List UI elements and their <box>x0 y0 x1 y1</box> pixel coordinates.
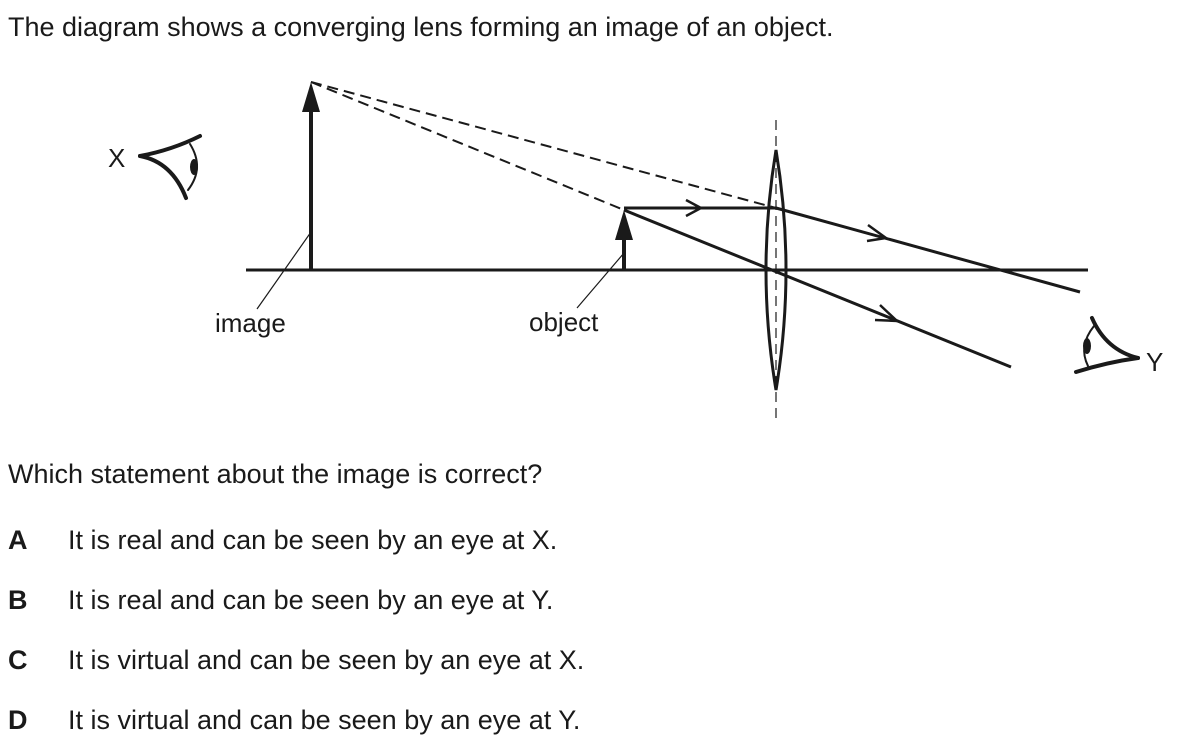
option-text: It is virtual and can be seen by an eye … <box>68 645 585 675</box>
eye-y-label: Y <box>1146 347 1163 377</box>
intro-text: The diagram shows a converging lens form… <box>8 12 834 42</box>
ray-refracted <box>775 206 1081 294</box>
eye-x-label: X <box>108 143 125 173</box>
option-b[interactable]: B It is real and can be seen by an eye at… <box>8 583 553 617</box>
lens-ray-diagram: image object X Y <box>108 81 1163 420</box>
option-letter: C <box>8 645 28 675</box>
question-text: Which statement about the image is corre… <box>8 459 543 489</box>
ray-through-centre-arrowhead <box>874 304 901 323</box>
image-label: image <box>215 308 286 338</box>
object-label: object <box>529 307 599 337</box>
ray-refracted-arrowhead <box>866 223 890 243</box>
option-letter: B <box>8 585 28 615</box>
option-letter: A <box>8 525 28 555</box>
option-a[interactable]: A It is real and can be seen by an eye at… <box>8 523 557 557</box>
eye-x-icon <box>138 134 202 200</box>
eye-y-icon <box>1074 316 1140 374</box>
ray-parallel-arrowhead <box>685 198 704 218</box>
ray-through-centre <box>623 208 1012 369</box>
option-text: It is virtual and can be seen by an eye … <box>68 705 581 735</box>
option-text: It is real and can be seen by an eye at … <box>68 525 558 555</box>
option-d[interactable]: D It is virtual and can be seen by an eye… <box>8 703 580 737</box>
converging-lens <box>764 149 788 391</box>
virtual-ray-2 <box>310 81 777 209</box>
image-leader-line <box>256 231 312 310</box>
option-text: It is real and can be seen by an eye at … <box>68 585 554 615</box>
object-leader-line <box>576 252 625 309</box>
option-c[interactable]: C It is virtual and can be seen by an eye… <box>8 643 584 677</box>
option-letter: D <box>8 705 28 735</box>
object-arrow-head <box>615 210 633 240</box>
image-arrow-head <box>302 82 320 112</box>
virtual-ray-1 <box>310 81 625 211</box>
